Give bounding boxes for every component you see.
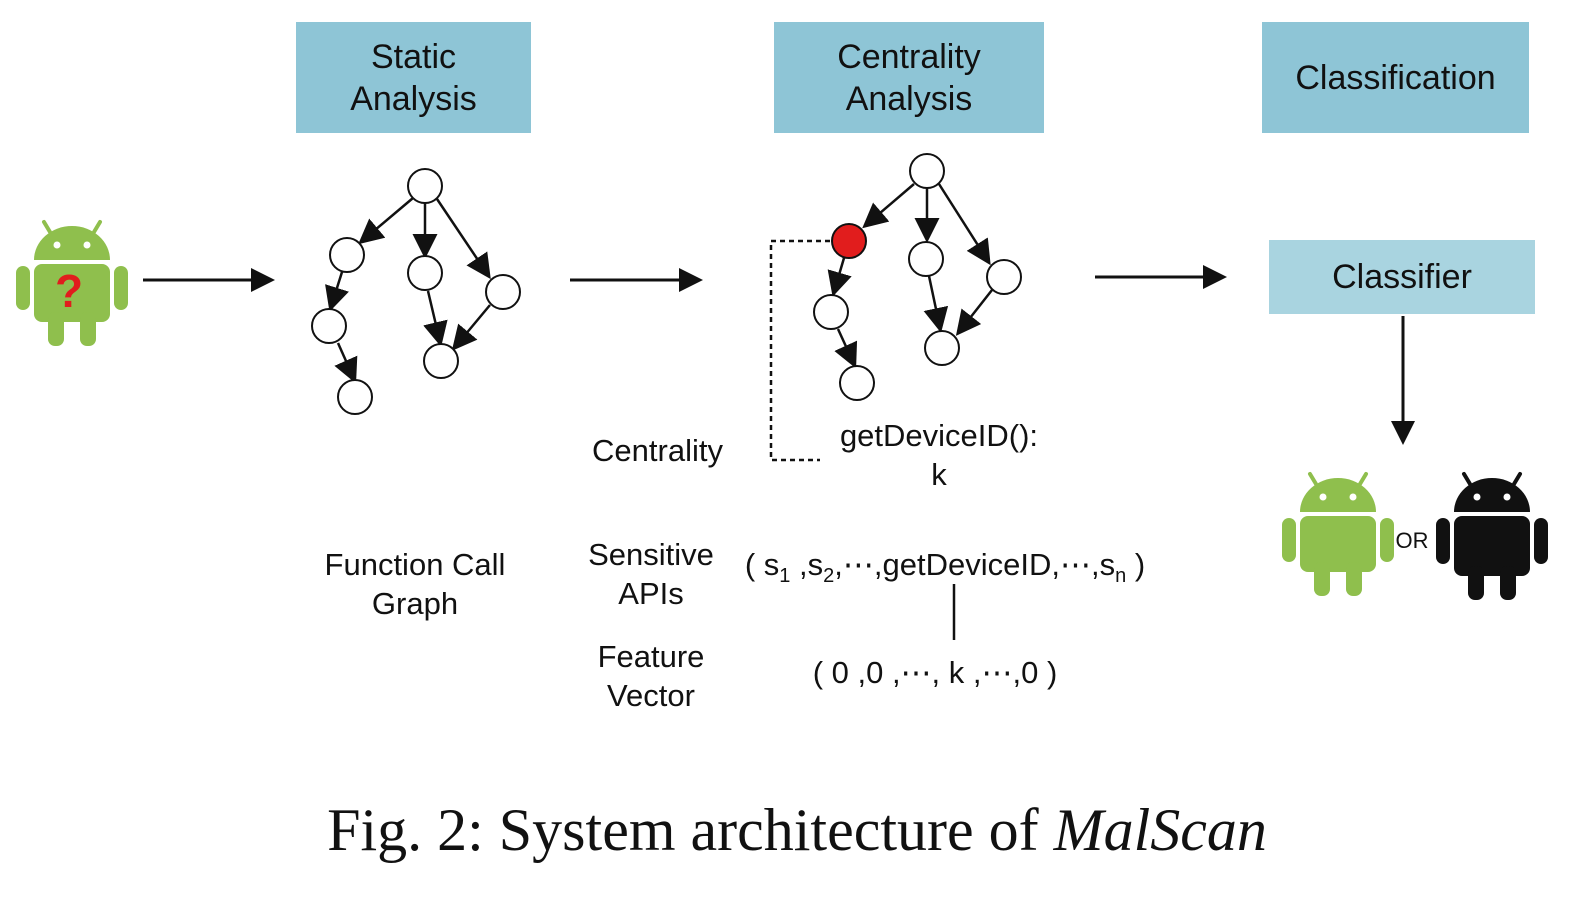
figure-caption: Fig. 2: System architecture of MalScan <box>0 796 1594 865</box>
centrality-analysis-box: Centrality Analysis <box>774 22 1044 133</box>
centrality-dashed-link <box>769 239 830 462</box>
api-vector-close: ) <box>1126 547 1146 582</box>
android-unknown-icon <box>16 220 128 346</box>
api-vector-s1-sub: 1 <box>779 565 791 588</box>
centrality-graph-nodes <box>813 153 1022 401</box>
api-vector-open: ( s <box>744 547 780 582</box>
function-call-graph-nodes <box>311 168 521 415</box>
function-call-graph <box>325 197 491 384</box>
classifier-box: Classifier <box>1269 240 1535 314</box>
centrality-label: Centrality <box>592 433 723 468</box>
api-vector-sep: ,s <box>790 547 824 582</box>
classification-box: Classification <box>1262 22 1529 133</box>
android-malicious-icon <box>1436 472 1548 600</box>
android-benign-icon <box>1282 472 1394 596</box>
or-label: OR <box>1395 528 1429 553</box>
feature-vector: ( 0 ,0 ,⋯, k ,⋯,0 ) <box>812 655 1058 690</box>
caption-prefix: Fig. 2: System architecture of <box>327 797 1054 863</box>
api-vector-s2-sub: 2 <box>823 565 835 588</box>
api-vector-sn-sub: n <box>1115 565 1127 588</box>
api-vector-middle: ,⋯,getDeviceID,⋯,s <box>834 547 1116 582</box>
sensitive-api-node <box>831 223 867 259</box>
question-mark: ? <box>55 265 83 317</box>
caption-name: MalScan <box>1053 797 1267 863</box>
sensitive-api-vector: ( s1 ,s2,⋯,getDeviceID,⋯,sn ) <box>730 545 1160 596</box>
api-node-label: getDeviceID(): k <box>839 418 1039 492</box>
sensitive-apis-label: Sensitive APIs <box>588 537 714 611</box>
static-analysis-box: Static Analysis <box>296 22 531 133</box>
feature-vector-label: Feature Vector <box>597 639 705 713</box>
function-call-graph-label: Function Call Graph <box>324 547 506 621</box>
centrality-graph <box>827 183 993 369</box>
